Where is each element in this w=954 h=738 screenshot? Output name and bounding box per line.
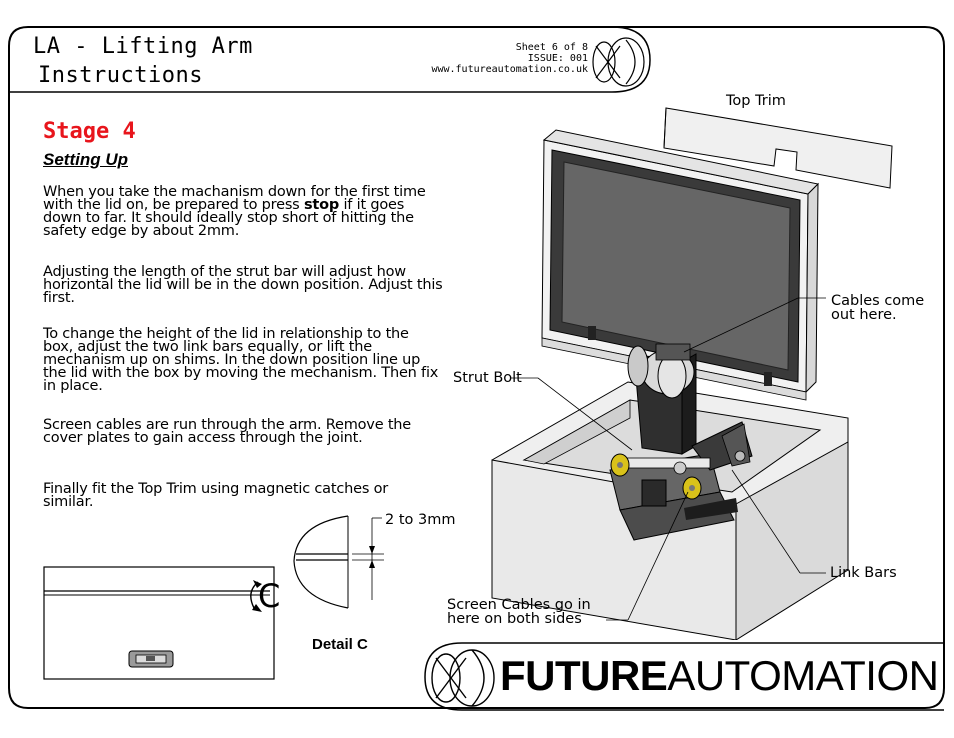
- brand-logo-icon: [431, 649, 495, 707]
- issue-number: ISSUE: 001: [527, 53, 588, 64]
- p1-bold-stop: stop: [303, 197, 340, 213]
- section-heading: Setting Up: [43, 150, 128, 169]
- stage-heading: Stage 4: [43, 119, 136, 144]
- callout-link-bars: Link Bars: [830, 565, 897, 581]
- lifting-arm-assembly-drawing: [491, 107, 893, 640]
- detail-c-drawing: [293, 515, 384, 609]
- website: www.futureautomation.co.uk: [431, 64, 588, 75]
- logo-icon: [592, 37, 645, 87]
- callout-top-trim: Top Trim: [726, 93, 786, 109]
- sheet-info: Sheet 6 of 8 ISSUE: 001 www.futureautoma…: [360, 42, 588, 75]
- callout-screen-cables: Screen Cables go in here on both sides: [447, 597, 591, 627]
- instruction-paragraph-1: When you take the machanism down for the…: [43, 184, 443, 239]
- p1-text-end: if it goes down to far. It should ideall…: [43, 197, 414, 239]
- gap-dimension-label: 2 to 3mm: [385, 512, 456, 528]
- p1-text: When you take the machanism down for the…: [43, 184, 426, 213]
- brand-bold: FUTURE: [500, 652, 668, 699]
- instruction-paragraph-4: Screen cables are run through the arm. R…: [43, 417, 412, 446]
- document-title: LA - Lifting Arm: [33, 34, 253, 59]
- callout-cables-come-out: Cables come out here.: [831, 293, 925, 323]
- instruction-paragraph-3: To change the height of the lid in relat…: [43, 326, 439, 394]
- detail-callout-letter: C: [258, 577, 281, 615]
- instruction-paragraph-2: Adjusting the length of the strut bar wi…: [43, 264, 443, 306]
- detail-c-label: Detail C: [312, 636, 368, 653]
- instruction-paragraph-5: Finally fit the Top Trim using magnetic …: [43, 481, 389, 510]
- callout-strut-bolt: Strut Bolt: [453, 370, 522, 386]
- sheet-number: Sheet 6 of 8: [515, 42, 588, 53]
- document-subtitle: Instructions: [38, 63, 203, 88]
- lid-side-view-drawing: [43, 566, 275, 680]
- brand-wordmark: FUTUREAUTOMATION: [500, 652, 939, 700]
- brand-regular: AUTOMATION: [667, 652, 939, 699]
